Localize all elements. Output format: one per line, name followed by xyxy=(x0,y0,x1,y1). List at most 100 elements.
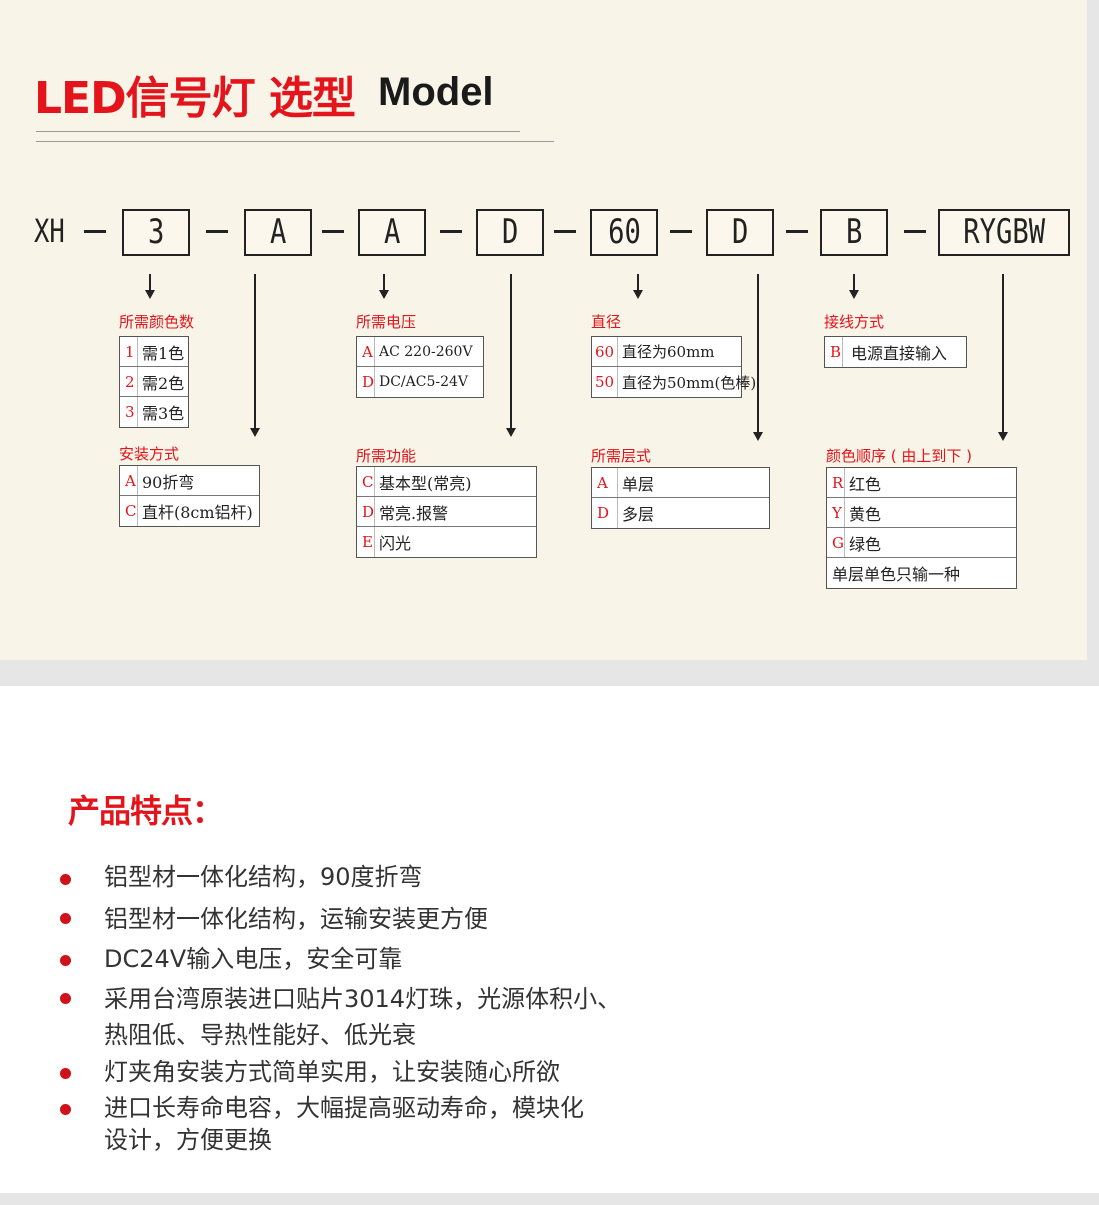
bullet-icon xyxy=(60,913,71,924)
feature-item-continued: 热阻低、导热性能好、低光衰 xyxy=(104,1021,416,1049)
code-box-wiring: B xyxy=(820,209,888,256)
code-dash xyxy=(786,230,808,233)
color-count-label: 所需颜色数 xyxy=(119,313,195,331)
section-divider-bottom xyxy=(0,1193,1099,1205)
color-order-note: 单层单色只输一种 xyxy=(832,565,961,584)
arrow-down-icon xyxy=(753,432,763,441)
option-row-note: 单层单色只输一种 xyxy=(827,558,1016,588)
option-desc: 直径为60mm xyxy=(622,343,715,361)
mounting-label: 安装方式 xyxy=(119,445,180,463)
page-title-en: Model xyxy=(378,70,494,114)
option-desc: 黄色 xyxy=(849,504,882,524)
option-code: Y xyxy=(827,498,845,527)
code-box-diameter: 60 xyxy=(590,209,658,256)
arrow-down-icon xyxy=(250,428,260,437)
option-desc: 单层 xyxy=(622,474,655,494)
connector-line xyxy=(1002,274,1004,432)
bullet-icon xyxy=(60,993,71,1004)
bullet-icon xyxy=(60,1104,71,1115)
option-code: C xyxy=(357,467,375,496)
bullet-icon xyxy=(60,955,71,966)
code-box-function: D xyxy=(476,209,544,256)
option-code: R xyxy=(827,468,845,497)
bullet-icon xyxy=(60,874,71,885)
option-desc: 多层 xyxy=(622,505,655,524)
model-code-prefix: XH xyxy=(34,212,65,250)
connector-line xyxy=(254,274,256,428)
option-desc: 90折弯 xyxy=(142,472,195,492)
function-label: 所需功能 xyxy=(356,447,417,465)
option-desc: DC/AC5-24V xyxy=(379,374,469,390)
connector-line xyxy=(853,274,855,290)
code-dash xyxy=(206,230,228,233)
option-code: 2 xyxy=(120,367,138,396)
option-desc: 电源直接输入 xyxy=(851,344,948,363)
connector-line xyxy=(510,274,512,428)
code-dash xyxy=(670,230,692,233)
code-dash xyxy=(904,230,926,233)
code-box-voltage: A xyxy=(358,209,426,256)
diameter-label: 直径 xyxy=(591,313,622,331)
feature-item: 进口长寿命电容，大幅提高驱动寿命，模块化 xyxy=(104,1094,584,1122)
feature-item: 铝型材一体化结构，运输安装更方便 xyxy=(104,905,488,933)
option-code: 1 xyxy=(120,337,138,366)
option-desc: 需3色 xyxy=(142,404,185,423)
layers-label: 所需层式 xyxy=(591,447,652,465)
option-code: G xyxy=(827,528,845,557)
option-code: D xyxy=(357,367,375,397)
arrow-down-icon xyxy=(633,290,643,299)
color-order-label: 颜色顺序 ( 由上到下 ) xyxy=(826,447,973,465)
voltage-label: 所需电压 xyxy=(356,313,417,331)
code-box-color-order: RYGBW xyxy=(938,209,1070,256)
arrow-down-icon xyxy=(506,428,516,437)
feature-item: 采用台湾原装进口贴片3014灯珠，光源体积小、 xyxy=(104,985,622,1013)
code-box-mounting: A xyxy=(244,209,312,256)
wiring-label: 接线方式 xyxy=(824,313,885,331)
feature-item: DC24V输入电压，安全可靠 xyxy=(104,945,403,973)
connector-line xyxy=(383,274,385,290)
option-code: 50 xyxy=(592,367,618,397)
title-underline xyxy=(36,131,520,132)
bullet-icon xyxy=(60,1068,71,1079)
code-box-layers: D xyxy=(706,209,774,256)
code-dash xyxy=(440,230,462,233)
code-dash xyxy=(84,230,106,233)
features-panel xyxy=(0,686,1099,1193)
option-code: A xyxy=(120,466,138,495)
option-desc: 闪光 xyxy=(379,534,412,553)
page-title: LED信号灯 选型 xyxy=(34,73,356,124)
option-desc: AC 220-260V xyxy=(379,343,473,360)
connector-line xyxy=(637,274,639,290)
option-desc: 需1色 xyxy=(142,343,185,363)
arrow-down-icon xyxy=(379,290,389,299)
code-box-color-count: 3 xyxy=(122,209,190,256)
feature-item: 灯夹角安装方式简单实用，让安装随心所欲 xyxy=(104,1058,560,1086)
option-desc: 直径为50mm(色棒) xyxy=(622,373,757,392)
feature-item: 铝型材一体化结构，90度折弯 xyxy=(104,863,423,891)
arrow-down-icon xyxy=(145,290,155,299)
option-code: D xyxy=(592,498,618,528)
option-desc: 常亮.报警 xyxy=(379,503,449,523)
option-code: D xyxy=(357,497,375,526)
